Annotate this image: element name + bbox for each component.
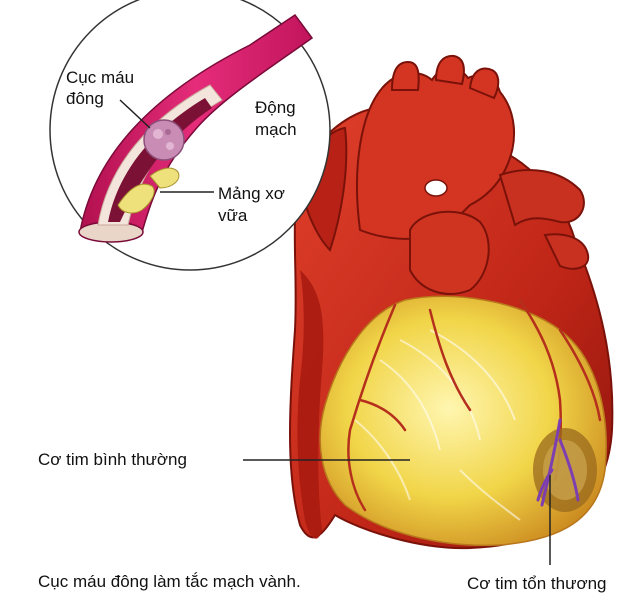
label-artery: Động mạch [255, 98, 297, 139]
label-plaque: Mảng xơ vữa [218, 184, 285, 225]
caption: Cục máu đông làm tắc mạch vành. [38, 572, 301, 591]
heart [289, 54, 614, 550]
label-normal-muscle: Cơ tim bình thường [38, 450, 187, 469]
label-blood-clot: Cục máu đông [66, 68, 135, 108]
blood-clot [143, 119, 185, 161]
plaque [117, 183, 155, 214]
label-damaged-muscle: Cơ tim tổn thương [467, 574, 607, 593]
artery-inset [49, 0, 331, 271]
